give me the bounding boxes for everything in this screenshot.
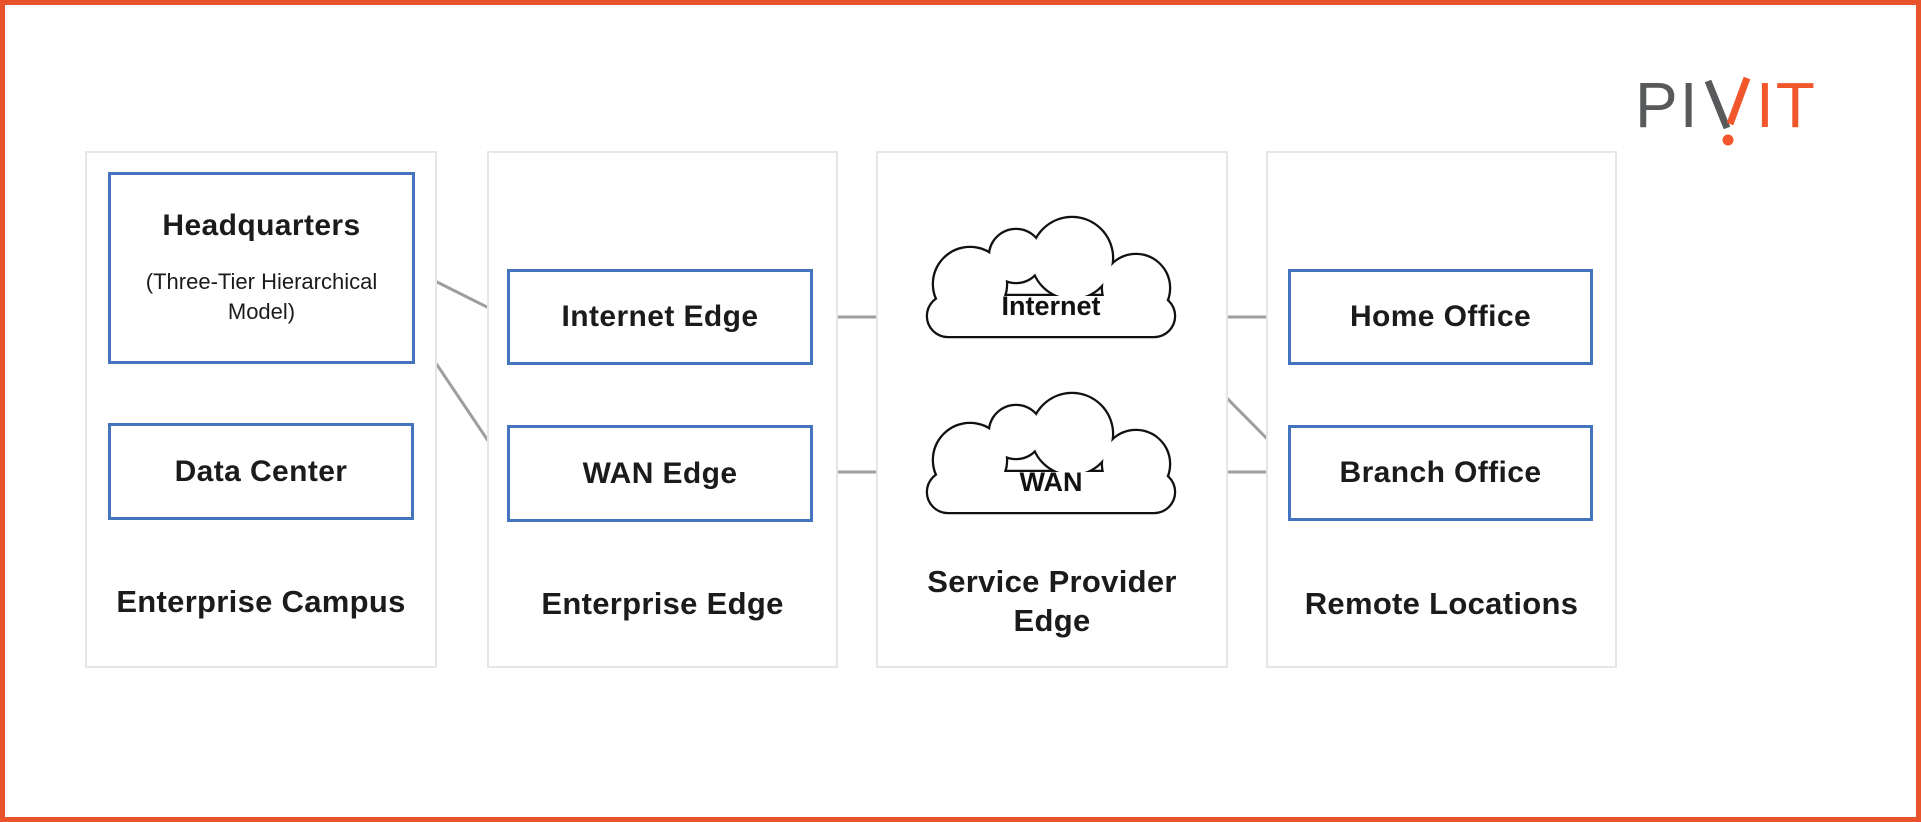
remote-locations-label: Remote Locations: [1304, 586, 1579, 621]
home-office-title: Home Office: [1349, 300, 1532, 333]
wan-cloud-icon: WAN: [925, 391, 1177, 515]
internet-cloud-icon: Internet: [925, 215, 1177, 339]
enterprise-campus-label: Enterprise Campus: [116, 584, 406, 619]
data-center-title: Data Center: [174, 454, 348, 488]
remote-locations-panel: [1266, 151, 1617, 668]
headquarters-subtitle: (Three-Tier Hierarchical Model): [145, 269, 378, 324]
pivit-logo-v-left-stroke: [1704, 79, 1731, 130]
wan-cloud-label: WAN: [1020, 467, 1083, 497]
headquarters-box: Headquarters (Three-Tier Hierarchical Mo…: [108, 172, 415, 364]
internet-cloud-label: Internet: [1001, 291, 1100, 321]
enterprise-edge-panel: [487, 151, 838, 668]
pivit-logo-dot: [1722, 134, 1734, 146]
pivit-logo-orange-letters: IT: [1756, 69, 1817, 141]
data-center-box: Data Center: [108, 423, 414, 520]
pivit-logo: PI IT: [1635, 69, 1817, 146]
pivit-logo-gray-letters: PI: [1635, 69, 1699, 141]
internet-edge-title: Internet Edge: [561, 300, 759, 333]
headquarters-title: Headquarters: [162, 209, 361, 242]
service-provider-edge-label: Service Provider Edge: [927, 564, 1177, 638]
home-office-box: Home Office: [1288, 269, 1593, 365]
branch-office-title: Branch Office: [1339, 456, 1542, 489]
wan-edge-title: WAN Edge: [582, 456, 738, 490]
enterprise-edge-label: Enterprise Edge: [541, 586, 784, 621]
wan-edge-box: WAN Edge: [507, 425, 813, 522]
branch-office-box: Branch Office: [1288, 425, 1593, 521]
internet-edge-box: Internet Edge: [507, 269, 813, 365]
pivit-logo-v-right-stroke: [1726, 76, 1751, 126]
